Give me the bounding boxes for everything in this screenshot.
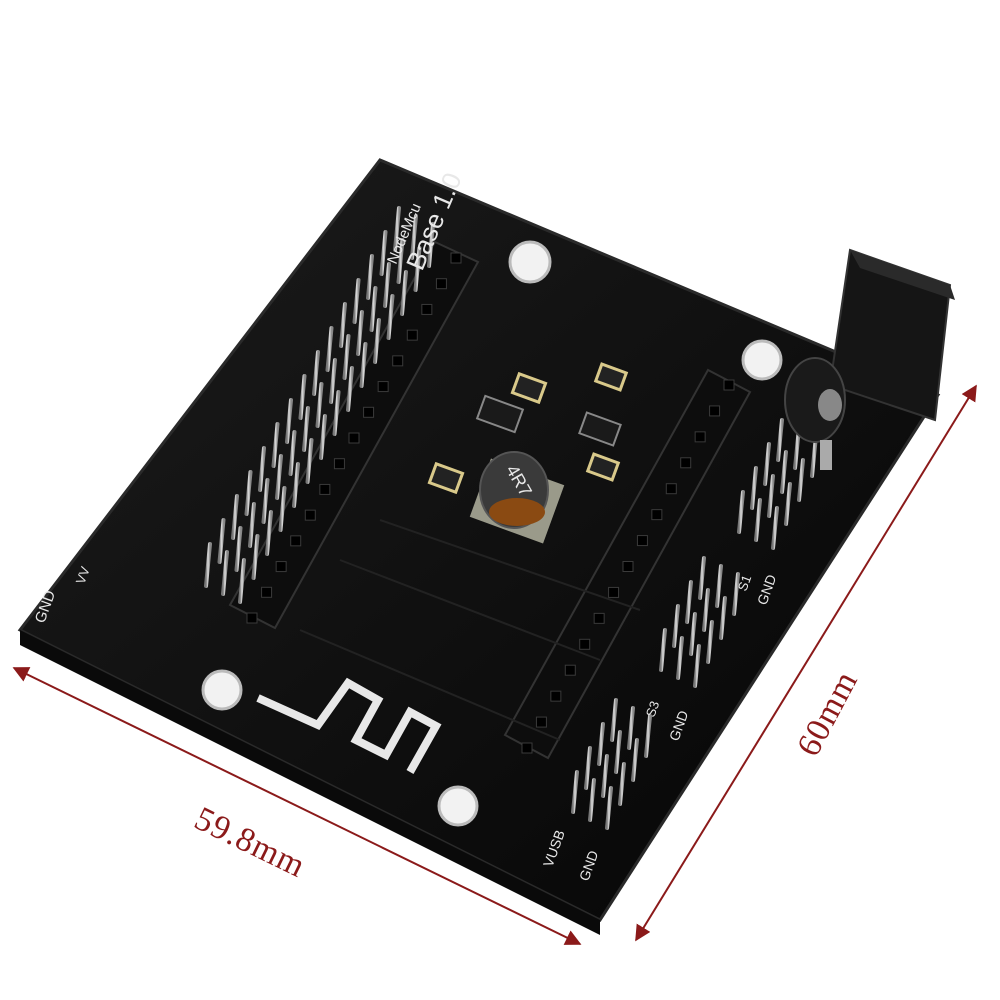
header-pin: [275, 454, 283, 500]
header-pin: [305, 438, 314, 484]
header-slot: [275, 561, 287, 573]
mounting-hole: [741, 339, 783, 381]
header-pin: [234, 526, 243, 572]
header-slot: [333, 458, 345, 470]
mounting-hole: [437, 785, 479, 827]
header-pin: [265, 510, 273, 556]
header-slot: [392, 355, 404, 367]
header-slot: [694, 431, 706, 443]
header-pin: [258, 446, 266, 492]
header-slot: [651, 509, 663, 521]
header-pin: [278, 486, 287, 532]
header-pin: [413, 246, 422, 292]
header-pin: [298, 374, 307, 420]
header-pin: [346, 366, 354, 412]
header-pin: [393, 206, 401, 252]
header-slot: [363, 406, 375, 418]
header-pin: [261, 478, 270, 524]
header-slot: [564, 664, 576, 676]
header-pin: [369, 286, 378, 332]
header-slot: [709, 405, 721, 417]
header-pin: [238, 558, 246, 604]
header-slot: [622, 561, 634, 572]
header-pin: [288, 430, 297, 476]
header-pin: [373, 318, 381, 364]
header-pin: [618, 762, 626, 806]
header-pin: [588, 778, 596, 822]
header-slot: [521, 742, 533, 754]
header-pin: [315, 382, 324, 428]
header-slot: [450, 252, 462, 264]
header-pin: [601, 754, 609, 798]
header-pin: [244, 470, 253, 516]
header-pin: [597, 722, 605, 766]
header-pin: [400, 270, 408, 316]
header-pin: [221, 550, 229, 596]
header-slot: [304, 509, 316, 521]
header-slot: [246, 612, 258, 624]
header-pin: [285, 398, 293, 444]
header-pin: [627, 706, 635, 750]
header-pin: [325, 326, 334, 372]
width-dimension-line: [12, 667, 582, 945]
header-slot: [680, 457, 692, 469]
mounting-hole: [508, 240, 552, 284]
header-pin: [217, 518, 226, 564]
header-slot: [579, 638, 591, 650]
header-slot: [636, 535, 648, 547]
header-pin: [359, 342, 368, 388]
left-pin-rows: [204, 206, 435, 604]
header-slot: [319, 483, 331, 495]
header-slot: [593, 612, 605, 624]
pcb-board: [17, 158, 941, 935]
header-pin: [614, 730, 622, 774]
header-pin: [605, 786, 613, 830]
header-pin: [302, 406, 310, 452]
header-pin: [248, 502, 256, 548]
header-slot: [421, 303, 433, 315]
mounting-hole: [201, 669, 243, 711]
header-pin: [356, 310, 364, 356]
smd-components: [427, 362, 629, 495]
header-slot: [723, 379, 735, 391]
header-slot: [348, 432, 360, 444]
header-pin: [312, 350, 320, 396]
header-pin: [339, 302, 347, 348]
pin-label-vv: VV: [73, 564, 93, 586]
dimension-lines: [12, 384, 977, 945]
header-slot: [406, 329, 418, 341]
height-dimension-line: [635, 384, 977, 942]
header-pin: [396, 238, 405, 284]
header-pin: [383, 262, 391, 308]
inductor: 4R7: [469, 451, 565, 544]
header-slot: [535, 716, 547, 728]
header-slot: [550, 690, 562, 702]
header-pin: [332, 390, 341, 436]
header-pin: [271, 422, 280, 468]
header-pin: [610, 698, 618, 742]
header-pin: [366, 254, 374, 300]
header-slot: [377, 381, 389, 393]
header-slot: [435, 278, 447, 290]
header-pin: [231, 494, 239, 540]
header-slot: [608, 586, 620, 598]
header-pin: [410, 214, 418, 260]
header-pin: [292, 462, 300, 508]
header-pin: [342, 334, 351, 380]
header-pin: [251, 534, 260, 580]
header-pin: [352, 278, 361, 324]
header-slot: [261, 586, 273, 598]
header-pin: [427, 222, 435, 268]
header-pin: [319, 414, 327, 460]
header-pin: [329, 358, 337, 404]
header-pin: [379, 230, 388, 276]
header-pin: [386, 294, 395, 340]
header-slot: [665, 483, 677, 495]
left-female-header: [228, 240, 480, 630]
header-pin: [584, 746, 592, 790]
header-slot: [290, 535, 302, 547]
header-pin: [204, 542, 212, 588]
